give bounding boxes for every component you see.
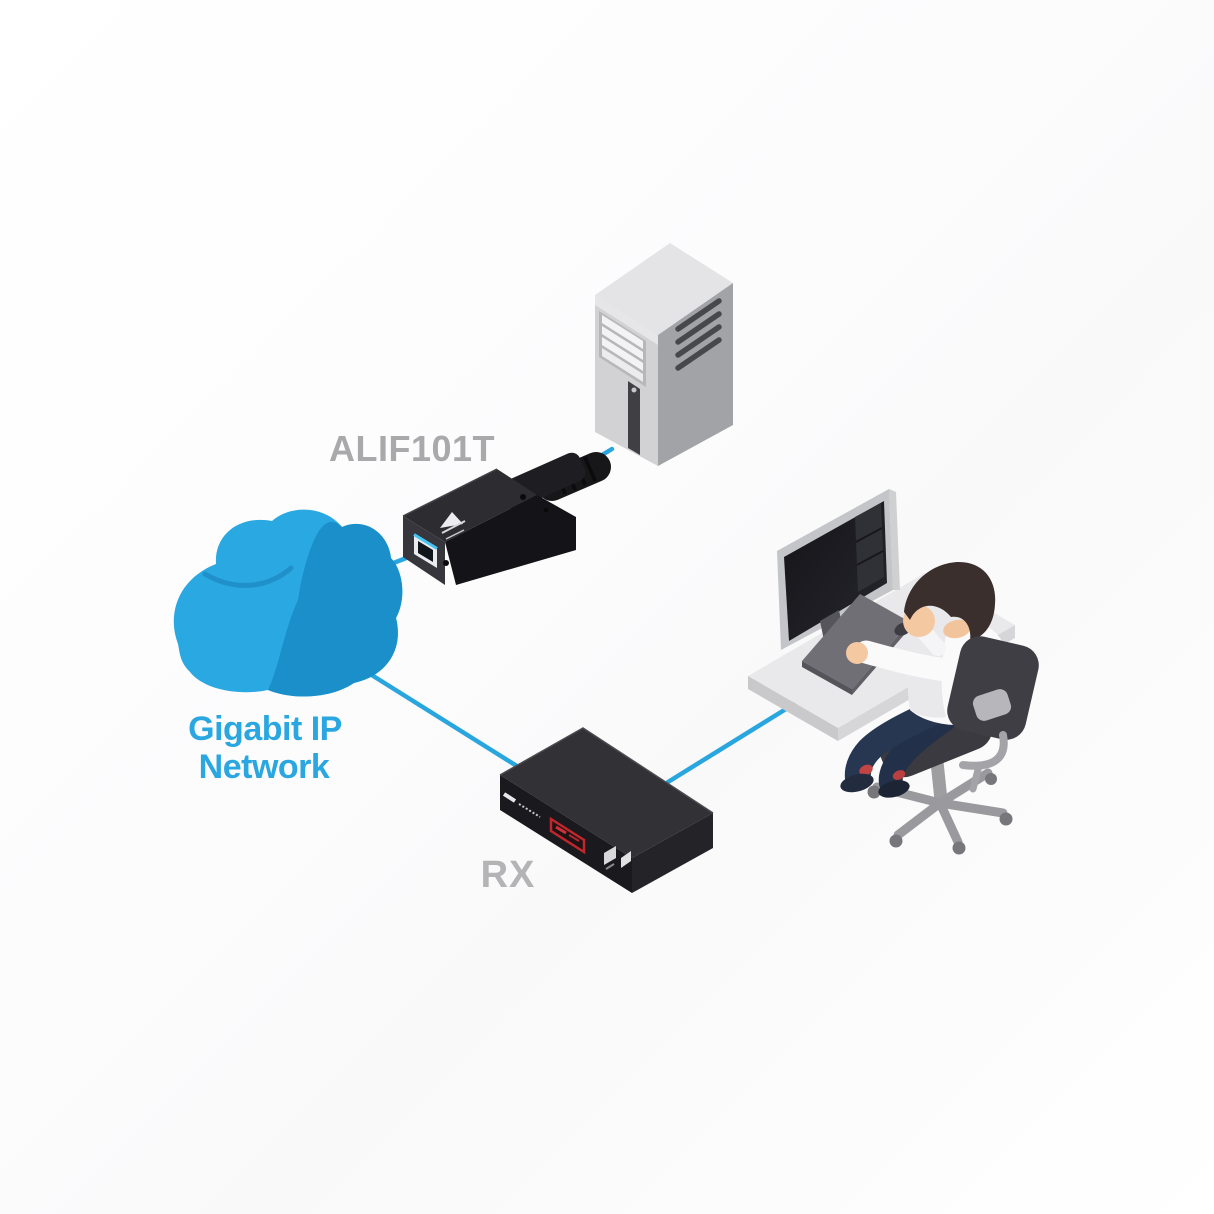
office-chair-back bbox=[947, 636, 1039, 793]
rx-top-face bbox=[500, 728, 713, 858]
server-top-bevel bbox=[595, 295, 658, 345]
keyboard-top bbox=[802, 594, 910, 689]
chair-column bbox=[930, 761, 948, 801]
adder-logo bbox=[440, 512, 466, 540]
chair-back-knob bbox=[972, 689, 1012, 721]
receiver-label: RX bbox=[481, 854, 536, 896]
rx-port-markings bbox=[604, 846, 631, 870]
chair-armrest-support bbox=[969, 762, 983, 793]
link-led bbox=[413, 533, 438, 550]
cloud-shadow-lobe bbox=[268, 521, 403, 697]
cable-receiver-to-desk bbox=[665, 701, 797, 785]
chair-armrest bbox=[959, 731, 1008, 770]
server-drive-bays bbox=[599, 311, 646, 387]
red-sock-far bbox=[892, 770, 906, 780]
chair-backrest bbox=[947, 636, 1039, 740]
server-power-led bbox=[631, 387, 637, 393]
rx-edge-highlight bbox=[499, 727, 714, 814]
cloud-crease bbox=[202, 565, 294, 588]
transmitter-label: ALIF101T bbox=[329, 428, 495, 469]
server-front-strip bbox=[628, 381, 640, 455]
monitor-right-edge bbox=[889, 489, 900, 590]
person-leg-far bbox=[878, 708, 956, 795]
person-neck bbox=[943, 619, 971, 639]
dongle-hole-2 bbox=[543, 507, 549, 513]
server-tower-icon bbox=[595, 243, 733, 466]
dongle-front-face bbox=[445, 495, 576, 585]
screen-windows bbox=[855, 503, 884, 592]
network-cloud-icon bbox=[173, 509, 403, 697]
dongle-top-face bbox=[403, 469, 537, 542]
rx-faceplate-logo bbox=[502, 792, 541, 818]
keyboard-edge-a bbox=[802, 661, 852, 695]
network-label-line2: Network bbox=[199, 748, 330, 786]
rx-side-face bbox=[632, 813, 713, 893]
person-arm-keyboard bbox=[854, 640, 960, 682]
person-hair bbox=[904, 561, 996, 641]
dongle-hole-1 bbox=[520, 494, 526, 500]
dongle-edge-highlight bbox=[402, 468, 498, 517]
rj45-port bbox=[413, 533, 438, 568]
red-sock-near bbox=[859, 764, 873, 776]
alif101t-transmitter-icon bbox=[402, 452, 611, 585]
rx-status-display bbox=[549, 816, 586, 855]
network-label-line1: Gigabit IP bbox=[188, 710, 342, 748]
person-leg-near bbox=[844, 701, 943, 791]
rx-receiver-icon bbox=[499, 727, 714, 893]
server-top-face bbox=[595, 243, 733, 335]
desk-edge-left bbox=[748, 676, 838, 741]
person-hand-keyboard bbox=[846, 642, 868, 664]
cable-cloud-to-receiver bbox=[367, 671, 523, 771]
dongle-screw-hole bbox=[443, 560, 449, 566]
shoe-far bbox=[878, 780, 910, 798]
server-vent-grille bbox=[675, 298, 722, 371]
chair-casters bbox=[867, 773, 1013, 855]
shoe-near bbox=[840, 773, 874, 793]
